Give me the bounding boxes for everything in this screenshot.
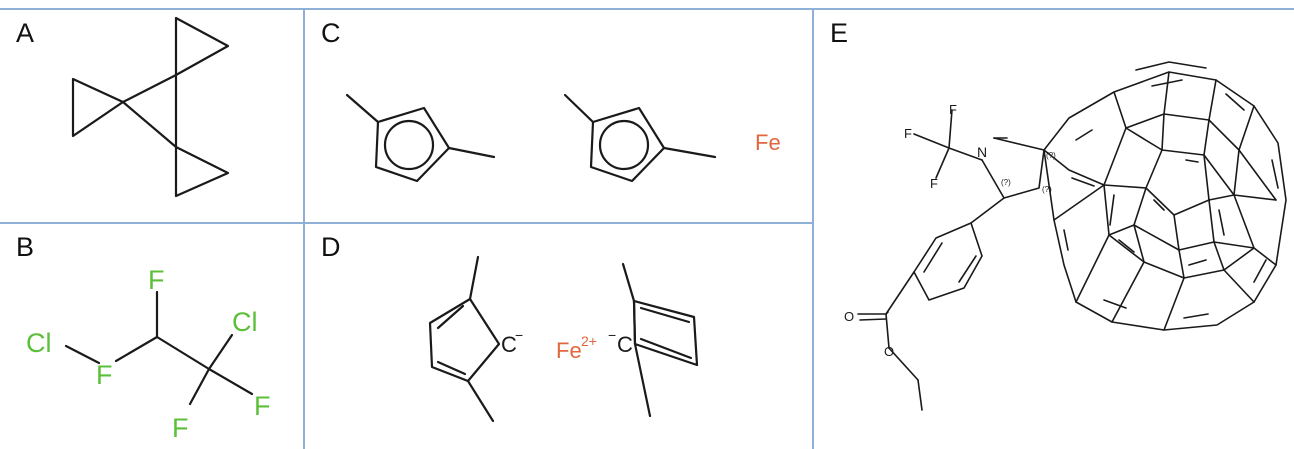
molecule-a — [71, 16, 230, 198]
molecule-e: F F F N O O (?) (?) (?) — [844, 61, 1287, 411]
stereo-label-3: (?) — [1042, 185, 1052, 194]
panel-b: B F Cl F Cl F F — [0, 224, 303, 449]
atom-cl-left: Cl — [26, 328, 52, 358]
atom-f-right: F — [254, 391, 271, 421]
border-top — [0, 8, 1294, 10]
atom-f3: F — [930, 176, 938, 191]
panel-c-label: C — [321, 18, 341, 48]
atom-c-left: C — [501, 332, 517, 357]
atom-f2: F — [904, 126, 912, 141]
divider-vertical-1 — [303, 8, 305, 449]
stereo-label-2: (?) — [1046, 151, 1056, 160]
atom-cl-right: Cl — [232, 307, 258, 337]
molecule-c: Fe — [345, 93, 781, 183]
charge-minus-left: − — [515, 327, 523, 343]
panel-e: E — [814, 10, 1294, 449]
panel-d-label: D — [321, 232, 341, 262]
panel-c: C Fe — [305, 10, 812, 222]
panel-a-label: A — [16, 18, 35, 48]
atom-f-bottom: F — [172, 413, 189, 443]
panel-d: D C − C − Fe 2+ — [305, 224, 812, 449]
panel-e-label: E — [830, 18, 849, 48]
divider-vertical-2 — [812, 8, 814, 449]
atom-o1: O — [844, 309, 854, 324]
molecule-d: C − C − Fe 2+ — [428, 255, 699, 423]
atom-f-mid: F — [96, 360, 113, 390]
atom-fe-ion: Fe — [556, 338, 582, 363]
atom-f1: F — [949, 102, 957, 117]
atom-fe-charge: 2+ — [581, 333, 597, 349]
atom-fe: Fe — [755, 130, 781, 155]
atom-f-top: F — [148, 265, 165, 295]
divider-horizontal — [0, 222, 813, 224]
panel-a: A — [0, 10, 303, 222]
stereo-label-1: (?) — [1001, 178, 1011, 187]
atom-c-right: C — [617, 332, 633, 357]
charge-minus-right: − — [608, 327, 616, 343]
molecule-b: F Cl F Cl F F — [26, 265, 271, 443]
atom-o2: O — [884, 344, 894, 359]
panel-b-label: B — [16, 232, 35, 262]
atom-n: N — [977, 144, 987, 160]
